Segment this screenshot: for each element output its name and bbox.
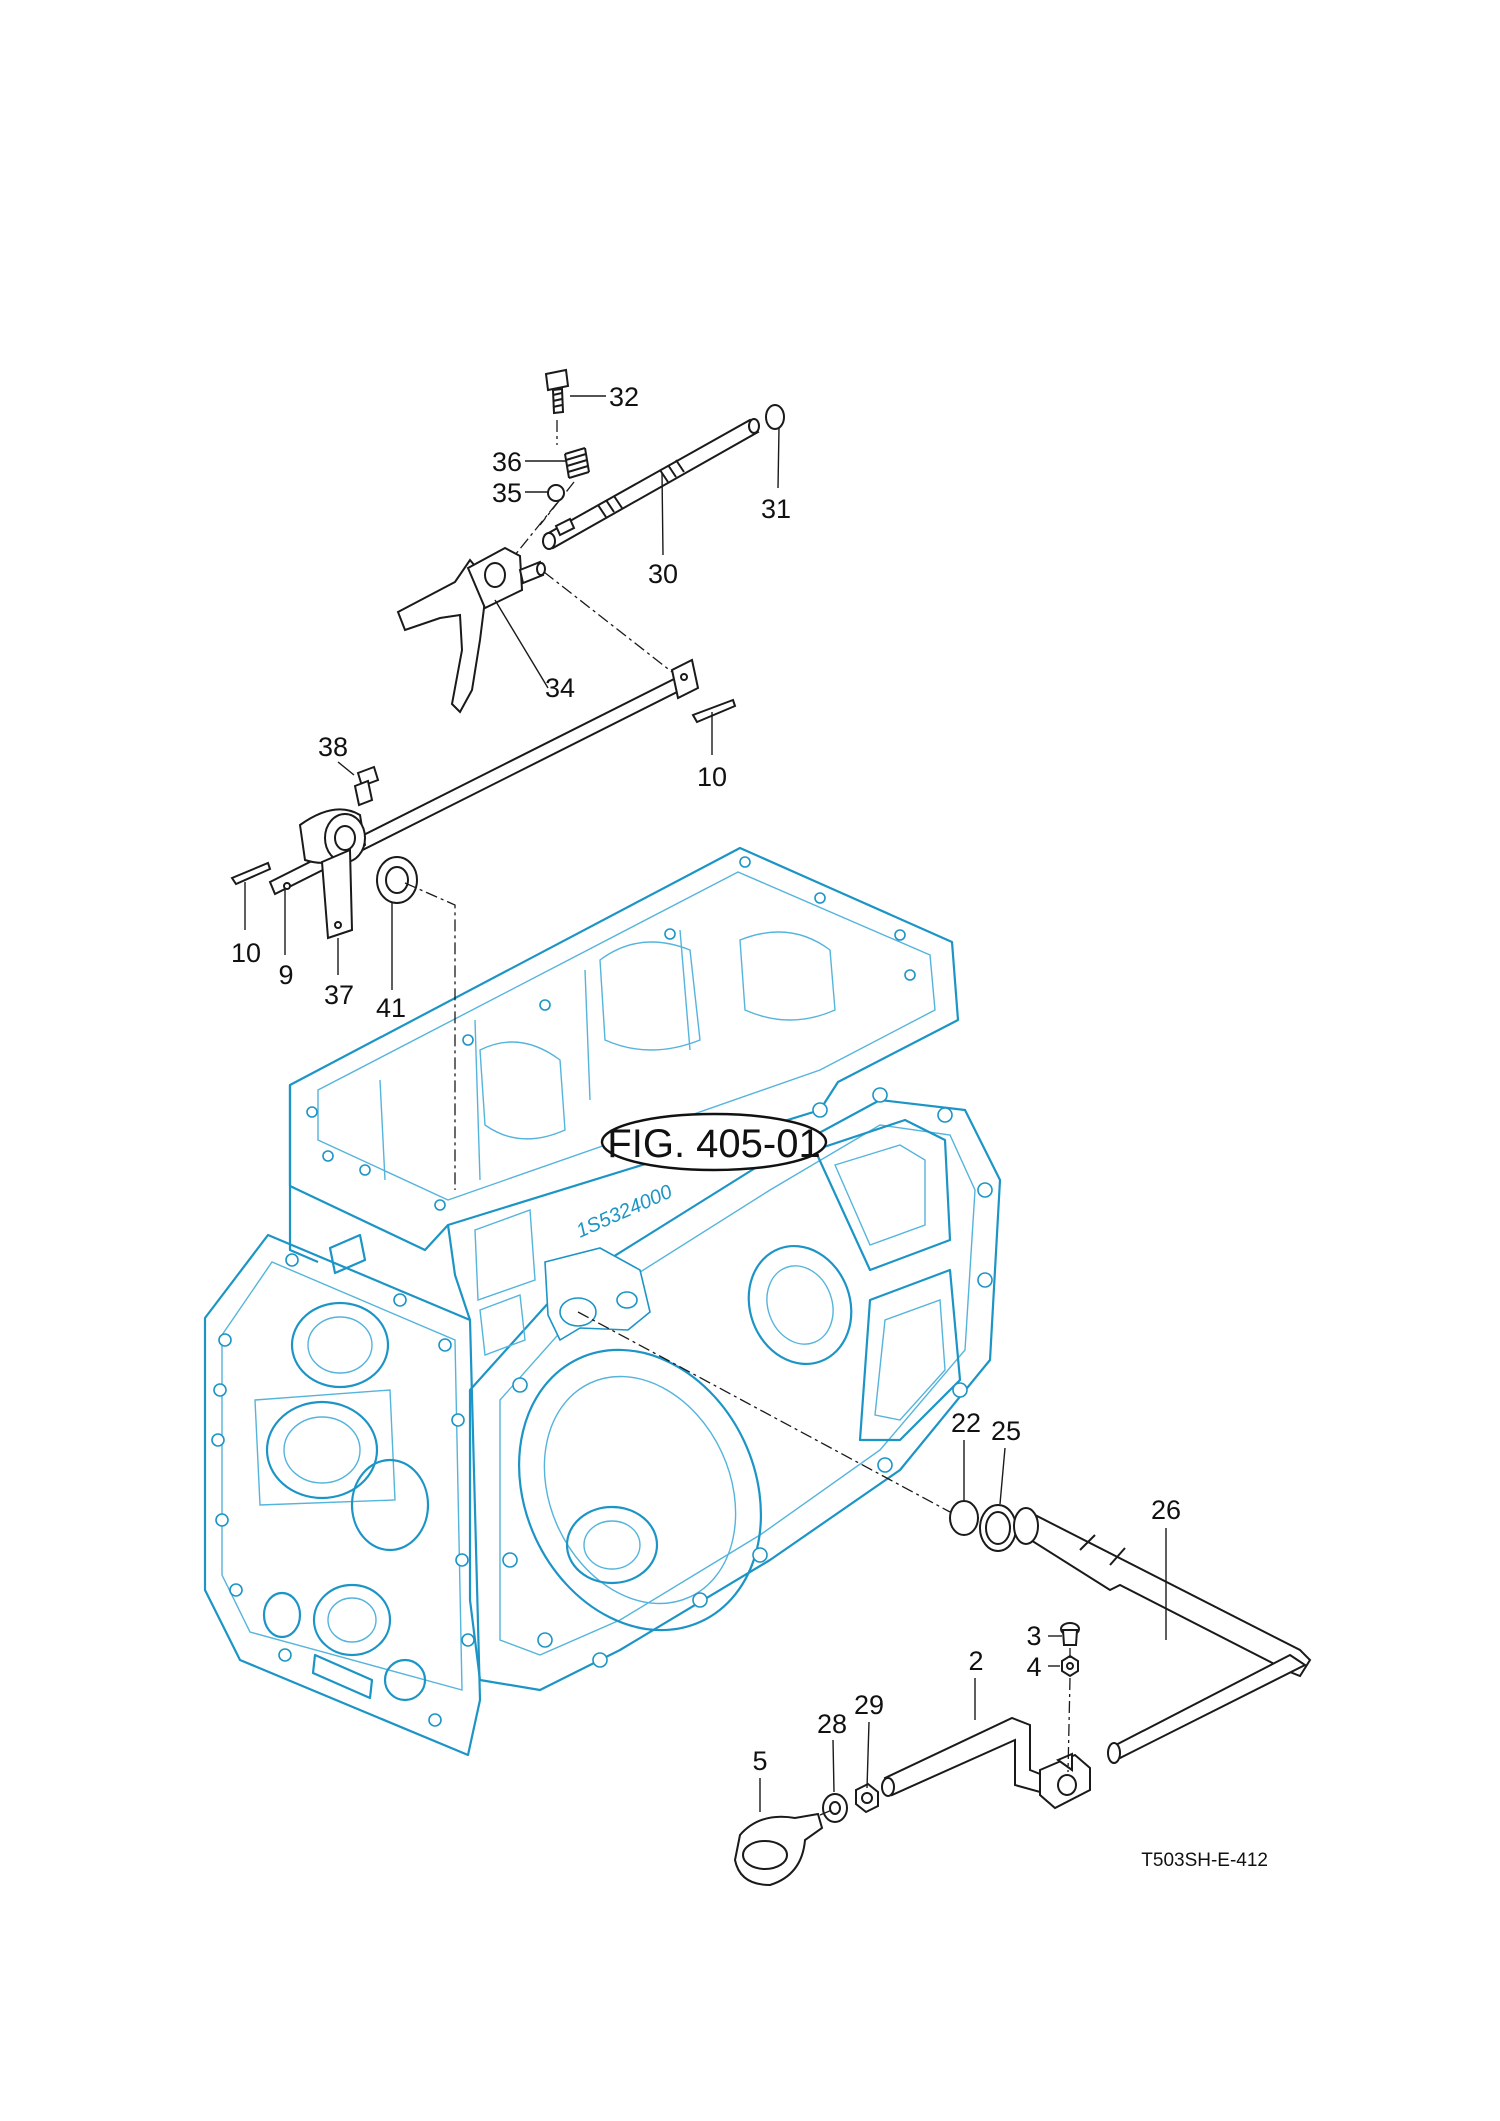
snap-ring-25: [979, 1504, 1017, 1552]
shift-shaft-assembly: [230, 368, 785, 940]
shift-shaft-30: [542, 418, 760, 550]
callout-38: 38: [318, 732, 348, 762]
washer-41: [376, 856, 418, 904]
rim-bolt-holes: [306, 856, 916, 1211]
callout-34: 34: [545, 673, 575, 703]
part-callouts: 32 36 35 31 30 34 38 10 10 9 37 41 22 25…: [231, 382, 1181, 1776]
callout-10-right: 10: [697, 762, 727, 792]
rear-flange: [468, 1087, 1002, 1692]
callout-29: 29: [854, 1690, 884, 1720]
leader-lines: [244, 395, 1167, 1812]
detent-ball-35: [547, 484, 565, 502]
cross-shaft-boss: [544, 1247, 651, 1342]
callout-22: 22: [951, 1408, 981, 1438]
shift-arm-37: [298, 808, 367, 940]
assembly-center-lines: [404, 420, 1071, 1816]
callout-37: 37: [324, 980, 354, 1010]
callout-3: 3: [1026, 1621, 1041, 1651]
callout-2: 2: [968, 1646, 983, 1676]
callout-9: 9: [278, 960, 293, 990]
callout-28: 28: [817, 1709, 847, 1739]
callout-10-left: 10: [231, 938, 261, 968]
callout-26: 26: [1151, 1495, 1181, 1525]
callout-36: 36: [492, 447, 522, 477]
cotter-pin-10-left: [230, 861, 272, 886]
shift-lever-assembly: [733, 1500, 1312, 1887]
callout-30: 30: [648, 559, 678, 589]
drawing-code: T503SH-E-412: [1141, 1850, 1268, 1871]
bolt-32: [544, 368, 570, 415]
nut-29: [855, 1782, 879, 1814]
o-ring-31: [765, 404, 785, 430]
figure-reference-callout[interactable]: FIG. 405-01: [600, 1112, 828, 1172]
callout-32: 32: [609, 382, 639, 412]
callout-31: 31: [761, 494, 791, 524]
front-flange: [203, 1233, 482, 1757]
transmission-housing: 1S5324000: [203, 846, 1002, 1757]
callout-41: 41: [376, 993, 406, 1023]
cotter-pin-10-right: [691, 698, 737, 724]
nut-4: [1061, 1654, 1079, 1678]
callout-4: 4: [1026, 1652, 1041, 1682]
bolt-3: [1060, 1622, 1080, 1646]
spring-36: [564, 447, 590, 479]
rod-9: [268, 658, 700, 896]
shift-fork-34: [396, 546, 546, 714]
bolt-38: [353, 765, 380, 807]
callout-5: 5: [752, 1746, 767, 1776]
housing-casting-number: 1S5324000: [573, 1181, 675, 1243]
callout-25: 25: [991, 1416, 1021, 1446]
shift-lever-2: [881, 1716, 1091, 1810]
callout-35: 35: [492, 478, 522, 508]
o-ring-22: [949, 1500, 979, 1536]
figure-reference-label: FIG. 405-01: [607, 1122, 820, 1166]
cross-shaft-26: [1013, 1507, 1312, 1764]
lever-knob-5: [733, 1812, 824, 1887]
washer-28: [822, 1793, 848, 1823]
